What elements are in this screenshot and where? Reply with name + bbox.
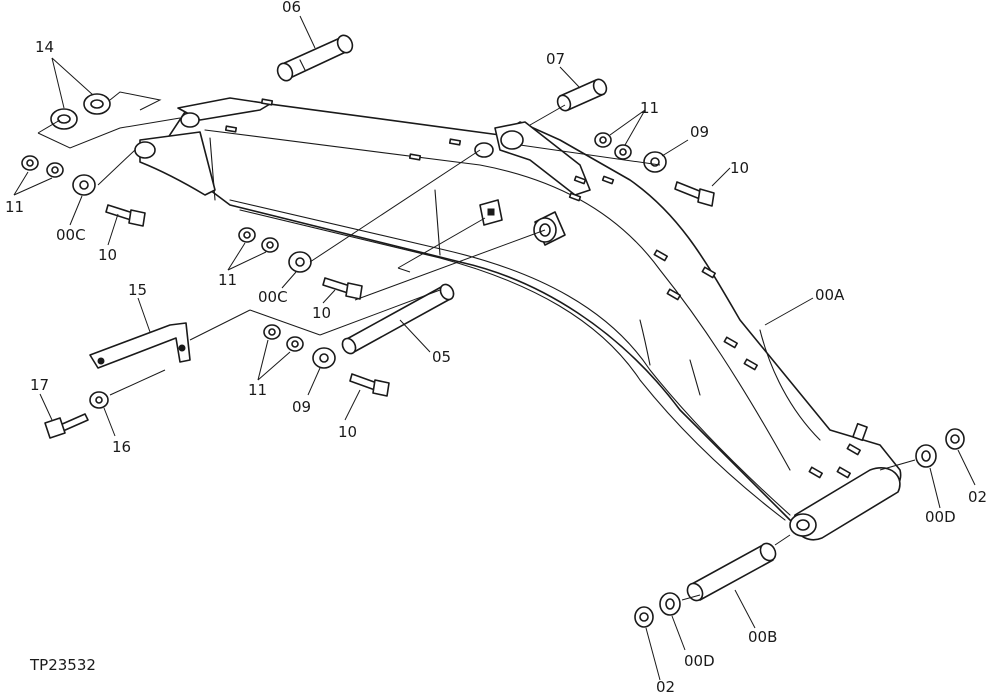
callout-10-middle: 10 (312, 304, 331, 322)
bushing-set-lower (634, 592, 681, 628)
leader-lines (13, 15, 976, 681)
callout-02-lower: 02 (656, 678, 675, 693)
callout-09-lower: 09 (292, 398, 311, 416)
callout-11-lower: 11 (248, 381, 267, 399)
fastener-group-middle (238, 227, 363, 300)
callout-10-right: 10 (730, 159, 749, 177)
callout-16: 16 (112, 438, 131, 456)
callout-17: 17 (30, 376, 49, 394)
callout-10-lower: 10 (338, 423, 357, 441)
small-plate (479, 199, 503, 226)
callout-02-right: 02 (968, 488, 987, 506)
bracket-bore-lower (474, 142, 494, 158)
callout-09-right: 09 (690, 123, 709, 141)
assembly-lines (37, 91, 916, 601)
boom-assembly (134, 97, 902, 541)
boom-foot-boss (139, 131, 216, 196)
bracket-bore-upper (500, 130, 524, 150)
boom-slots (224, 98, 868, 479)
pin-05 (341, 283, 455, 355)
callout-labels: 14 06 07 11 00C 10 11 00C 10 15 05 11 09… (5, 0, 987, 693)
pin-07 (556, 78, 608, 112)
washer-16 (89, 391, 109, 409)
callout-00D-right: 00D (925, 508, 956, 526)
bushing-set-right (915, 428, 965, 468)
boom-body (149, 99, 902, 531)
top-bracket-bore (180, 112, 200, 128)
callout-00A: 00A (815, 286, 845, 304)
washers-14 (50, 93, 111, 130)
pin-06 (276, 34, 354, 82)
callout-11-right: 11 (640, 99, 659, 117)
callout-10-left: 10 (98, 246, 117, 264)
callout-11-left: 11 (5, 198, 24, 216)
boom-nose-bore-inner (796, 519, 810, 531)
bushing-boom-mid (533, 211, 566, 246)
callout-00C-left: 00C (56, 226, 86, 244)
bolt-17 (44, 413, 89, 439)
fastener-group-left (21, 155, 146, 227)
callout-07: 07 (546, 50, 565, 68)
callout-00B: 00B (748, 628, 777, 646)
boom-foot-bore (134, 141, 156, 159)
callout-15: 15 (128, 281, 147, 299)
bracket-15 (89, 322, 191, 369)
fastener-group-lower (263, 324, 390, 397)
callout-00D-lower: 00D (684, 652, 715, 670)
callout-14: 14 (35, 38, 54, 56)
callout-11-middle: 11 (218, 271, 237, 289)
callout-00C-middle: 00C (258, 288, 288, 306)
fastener-group-right (594, 132, 715, 207)
pin-00B (686, 542, 777, 602)
callout-06: 06 (282, 0, 301, 16)
figure-reference: TP23532 (29, 656, 96, 674)
callout-05: 05 (432, 348, 451, 366)
